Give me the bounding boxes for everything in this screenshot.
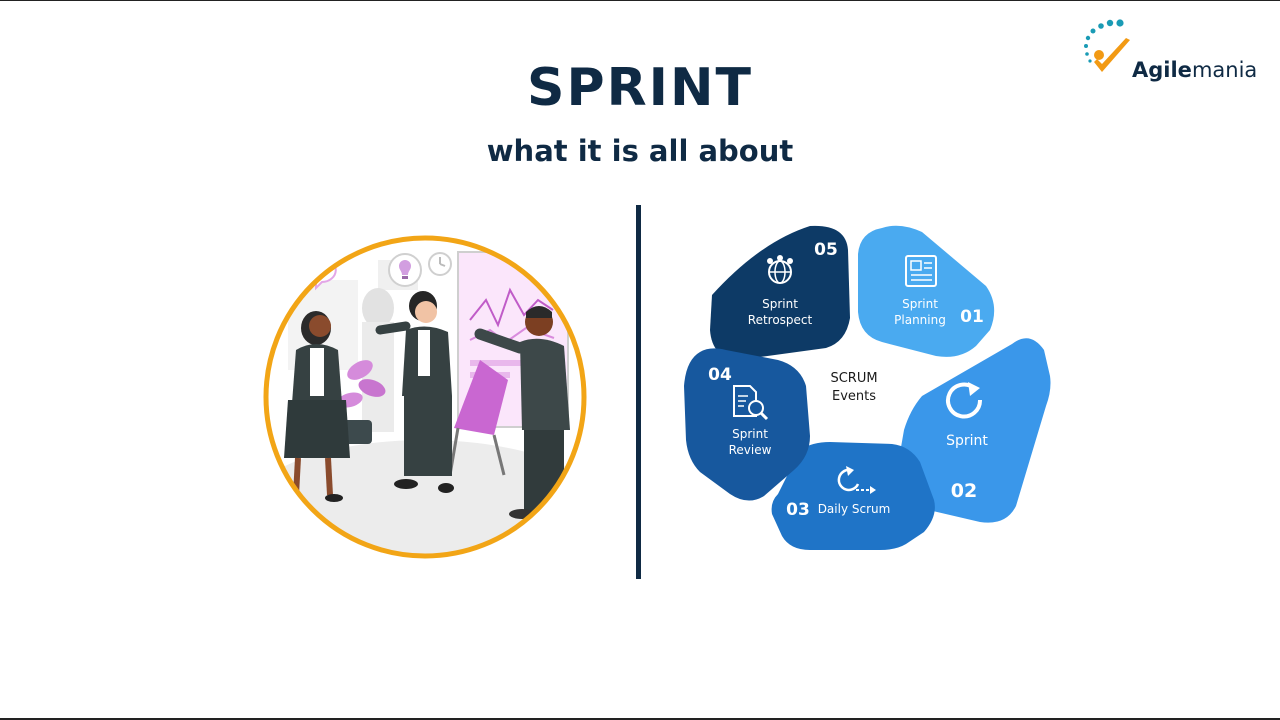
person-left (284, 311, 350, 502)
segment-03-label: Daily Scrum (818, 502, 891, 516)
segment-01-number: 01 (960, 307, 984, 327)
center-label-line1: SCRUM (830, 371, 877, 386)
refresh-icon (946, 382, 983, 419)
segment-05-label-line1: Sprint (762, 297, 798, 311)
segment-05-sprint-retrospect[interactable]: Sprint Retrospect 05 (710, 225, 850, 360)
person-middle (375, 291, 454, 493)
segment-05-number: 05 (814, 240, 838, 260)
document-icon (905, 255, 937, 287)
water-cooler (362, 288, 394, 432)
scrum-events-diagram: Sprint Retrospect 05 Sprint Planning 01 … (684, 225, 1051, 550)
cycle-arrow-icon (837, 466, 876, 494)
segment-01-label-line2: Planning (894, 313, 946, 327)
segment-02-label: Sprint (946, 433, 988, 449)
vertical-divider (636, 205, 641, 579)
team-meeting-illustration (263, 235, 587, 559)
team-globe-icon (767, 255, 793, 284)
center-label-line2: Events (832, 389, 876, 404)
logo-mark-icon (1084, 19, 1130, 72)
top-border (0, 0, 1280, 1)
agilemania-logo[interactable]: Agilemania (1082, 18, 1262, 88)
illustration-ring (263, 235, 587, 559)
page-subtitle: what it is all about (486, 134, 794, 168)
logo-wordmark: Agilemania (1132, 58, 1258, 82)
segment-01-label-line1: Sprint (902, 297, 938, 311)
clock-icon (428, 252, 452, 276)
plant (337, 360, 386, 444)
segment-04-label-line2: Review (729, 443, 772, 457)
segment-03-number: 03 (786, 500, 810, 520)
segment-04-number: 04 (708, 365, 732, 385)
page-title: SPRINT (527, 58, 753, 118)
segment-03-daily-scrum[interactable]: Daily Scrum 03 (771, 442, 935, 550)
segment-04-label-line1: Sprint (732, 427, 768, 441)
magnifier-doc-icon (733, 385, 769, 421)
segment-05-label-line2: Retrospect (748, 313, 813, 327)
segment-04-sprint-review[interactable]: Sprint Review 04 (684, 348, 810, 501)
segment-02-number: 02 (951, 480, 977, 502)
bottom-border (0, 718, 1280, 720)
segment-01-sprint-planning[interactable]: Sprint Planning 01 (858, 225, 995, 357)
segment-02-sprint[interactable]: Sprint 02 (896, 338, 1051, 523)
lightbulb-icon (388, 253, 422, 287)
